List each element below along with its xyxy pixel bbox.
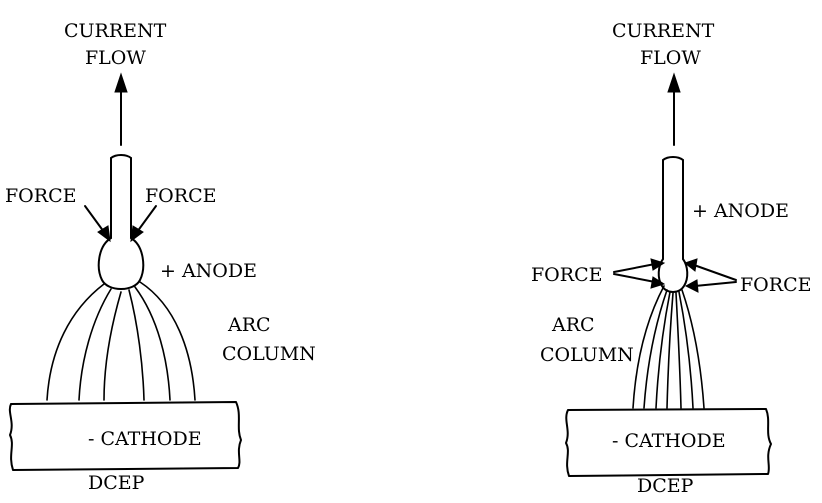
polarity-label: DCEP [88,472,145,494]
current-flow-label-line2: FLOW [85,47,146,69]
force-arrows-left [613,258,666,289]
polarity-label: DCEP [637,475,694,497]
force-arrow-right [136,205,157,233]
molten-droplet [97,237,145,290]
current-flow-label-line1: CURRENT [64,20,167,42]
current-flow-arrowhead [114,72,128,93]
force-arrow-left [84,205,105,233]
arc-column-label-line2: COLUMN [540,344,634,366]
anode-label: + ANODE [160,260,257,282]
force-label-right: FORCE [145,185,216,207]
arc-column-label-line1: ARC [551,314,595,336]
arc-column-label-line1: ARC [227,314,271,336]
left-diagram: CURRENT FLOW FORCE FORCE + ANODE [5,20,316,494]
force-label-left: FORCE [531,264,602,286]
cathode-plate [8,401,242,471]
cathode-label: - CATHODE [88,428,202,450]
cathode-plate [565,408,772,477]
arc-column-label-line2: COLUMN [222,343,316,365]
current-flow-arrowhead [667,72,681,93]
current-flow-label-line2: FLOW [640,47,701,69]
molten-droplet [657,258,689,293]
current-flow-label-line1: CURRENT [612,20,715,42]
electrode [662,156,684,260]
anode-label: + ANODE [692,200,789,222]
arc-column-lines [632,285,705,409]
cathode-label: - CATHODE [612,430,726,452]
force-label-right: FORCE [740,274,811,296]
right-diagram: CURRENT FLOW + ANODE FORCE FORC [531,20,811,497]
force-arrows-right [683,258,737,293]
arc-column-lines [46,281,196,401]
force-arrowhead-left [97,225,111,243]
force-label-left: FORCE [5,185,76,207]
force-arrowhead-right [130,225,144,243]
electrode [110,154,132,239]
